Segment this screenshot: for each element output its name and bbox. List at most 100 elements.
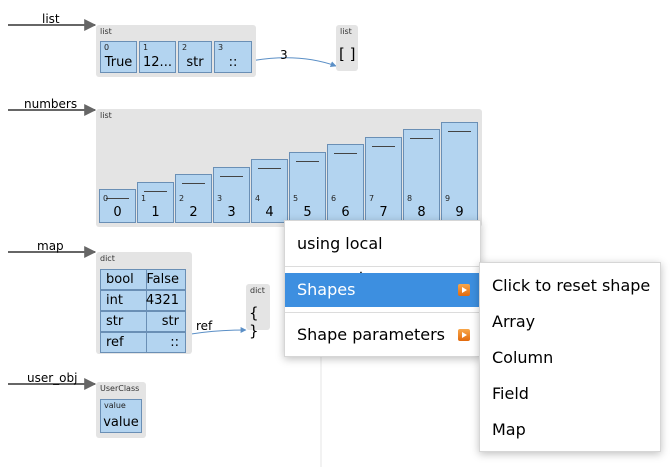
empty-dict-object[interactable]: dict { } (246, 284, 270, 340)
cell-value: str (186, 55, 204, 70)
dict-key: int (106, 293, 123, 308)
value-marker-line (258, 168, 281, 169)
dict-row-ref[interactable]: ref :: (100, 332, 186, 353)
dict-value: str (161, 314, 179, 329)
submenu-item-column[interactable]: Column (480, 341, 660, 375)
dict-row-divider (146, 270, 147, 289)
cell-value: 4 (265, 205, 274, 220)
cell-value: 3 (227, 205, 236, 220)
dict-value: :: (170, 335, 179, 350)
map-object[interactable]: dict bool False int 4321 str str ref :: (96, 252, 192, 354)
empty-dict-type-label: dict (250, 286, 265, 295)
map-ref-label: ref (196, 319, 213, 333)
cell-index: 8 (407, 194, 413, 203)
empty-list-object[interactable]: list [ ] (336, 25, 358, 71)
submenu-item-map[interactable]: Map (480, 413, 660, 447)
user-obj-object[interactable]: UserClass value value (96, 382, 146, 438)
cell-index: 7 (369, 194, 375, 203)
empty-list-value: [ ] (339, 45, 356, 63)
menu-separator (285, 266, 480, 267)
value-marker-line (144, 190, 167, 192)
cell-value: 2 (189, 205, 198, 220)
cell-index: 3 (218, 43, 224, 52)
dict-key: ref (106, 335, 124, 350)
cell-value: 9 (455, 205, 464, 220)
cell-index: 2 (179, 194, 185, 203)
value-marker-line (334, 153, 357, 154)
value-marker-line (372, 145, 395, 147)
cell-index: 2 (182, 43, 188, 52)
cell-value: 8 (417, 205, 426, 220)
user-obj-type-label: UserClass (100, 384, 140, 393)
value-marker-line (448, 130, 471, 132)
menu-item-label: Shape parameters (297, 325, 445, 344)
menu-item-shape-parameters[interactable]: Shape parameters (285, 318, 480, 352)
shapes-submenu: Click to reset shape Array Column Field … (479, 262, 661, 452)
field-name: value (104, 401, 126, 410)
submenu-arrow-icon (458, 329, 470, 341)
cell-value: 0 (113, 205, 122, 220)
field-value: value (103, 415, 139, 430)
cell-index: 6 (331, 194, 337, 203)
cell-index: 9 (445, 194, 451, 203)
list-cell-3[interactable]: 3 :: (214, 41, 252, 73)
cell-value: 5 (303, 205, 312, 220)
menu-item-label: Shapes (297, 280, 356, 299)
dict-row-str[interactable]: str str (100, 311, 186, 332)
cell-index: 5 (293, 194, 299, 203)
cell-index: 4 (255, 194, 261, 203)
dict-row-bool[interactable]: bool False (100, 269, 186, 290)
cell-index: 3 (217, 194, 223, 203)
map-type-label: dict (100, 254, 115, 263)
submenu-item-field[interactable]: Field (480, 377, 660, 411)
list-ref-label: 3 (280, 48, 288, 62)
numbers-type-label: list (100, 111, 112, 120)
menu-item-shapes[interactable]: Shapes (285, 273, 480, 307)
dict-key: bool (106, 272, 134, 287)
submenu-item-label: Map (492, 420, 526, 439)
value-marker-line (220, 175, 243, 177)
cell-value: :: (228, 55, 238, 70)
cell-value: 7 (379, 205, 388, 220)
dict-row-int[interactable]: int 4321 (100, 290, 186, 311)
submenu-item-reset-shape[interactable]: Click to reset shape (480, 269, 660, 303)
cell-index: 1 (143, 43, 149, 52)
dict-row-divider (146, 312, 147, 331)
cell-index: 1 (141, 194, 147, 203)
value-marker-line (182, 183, 205, 184)
value-marker-line (296, 160, 319, 162)
dict-row-divider (146, 333, 147, 352)
submenu-item-label: Click to reset shape (492, 276, 651, 295)
list-cell-0[interactable]: 0 True (100, 41, 137, 73)
dict-value: False (146, 272, 179, 287)
cell-value: True (104, 55, 133, 70)
list-cell-2[interactable]: 2 str (178, 41, 212, 73)
variable-label-user-obj: user_obj (27, 371, 78, 385)
cell-index: 0 (103, 194, 109, 203)
submenu-item-array[interactable]: Array (480, 305, 660, 339)
dict-key: str (106, 314, 124, 329)
list-cell-1[interactable]: 1 12... (139, 41, 176, 73)
empty-list-type-label: list (340, 27, 352, 36)
menu-item-using-local-parameters[interactable]: using local parameters (285, 227, 480, 287)
menu-separator (285, 312, 480, 313)
cell-index: 0 (104, 43, 110, 52)
user-obj-field[interactable]: value value (100, 399, 142, 433)
value-marker-line (410, 138, 433, 139)
cell-value: 1 (151, 205, 160, 220)
context-menu: using local parameters Shapes Shape para… (284, 220, 481, 357)
list-object[interactable]: list 0 True 1 12... 2 str 3 :: (96, 25, 256, 77)
dict-row-divider (146, 291, 147, 310)
cell-value: 6 (341, 205, 350, 220)
